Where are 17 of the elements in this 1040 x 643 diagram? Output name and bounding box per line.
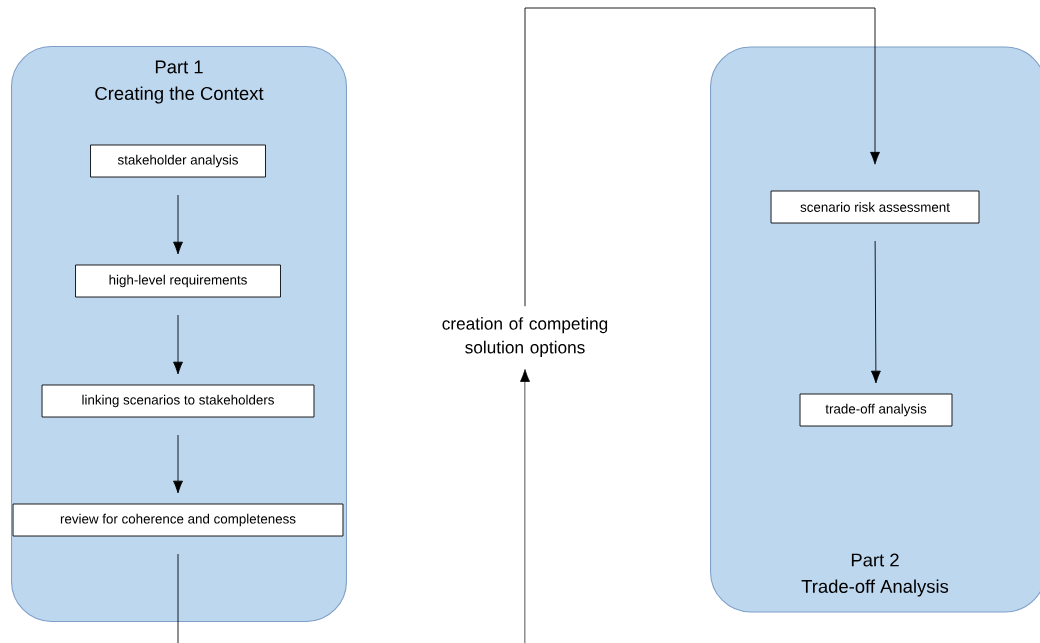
panel-heading: Creating the Context [95,86,264,104]
process-box: linking scenarios to stakeholders [41,384,315,418]
panel-heading: Part 1 [155,60,203,74]
arrow [177,369,530,643]
arrow [870,240,881,384]
process-box: scenario risk assessment [770,190,980,224]
step-text: creation of competing solution options [442,317,608,357]
process-box: review for coherence and completeness [12,503,344,537]
panel-heading: Part 2 [851,553,899,567]
process-box: stakeholder analysis [90,144,266,178]
process-box: trade-off analysis [799,393,953,427]
arrow [173,194,183,255]
arrow [524,7,880,307]
process-box: high-level requirements [75,264,281,298]
arrow [173,314,183,375]
panel-heading: Trade-off Analysis [801,579,949,597]
arrow [173,434,183,494]
